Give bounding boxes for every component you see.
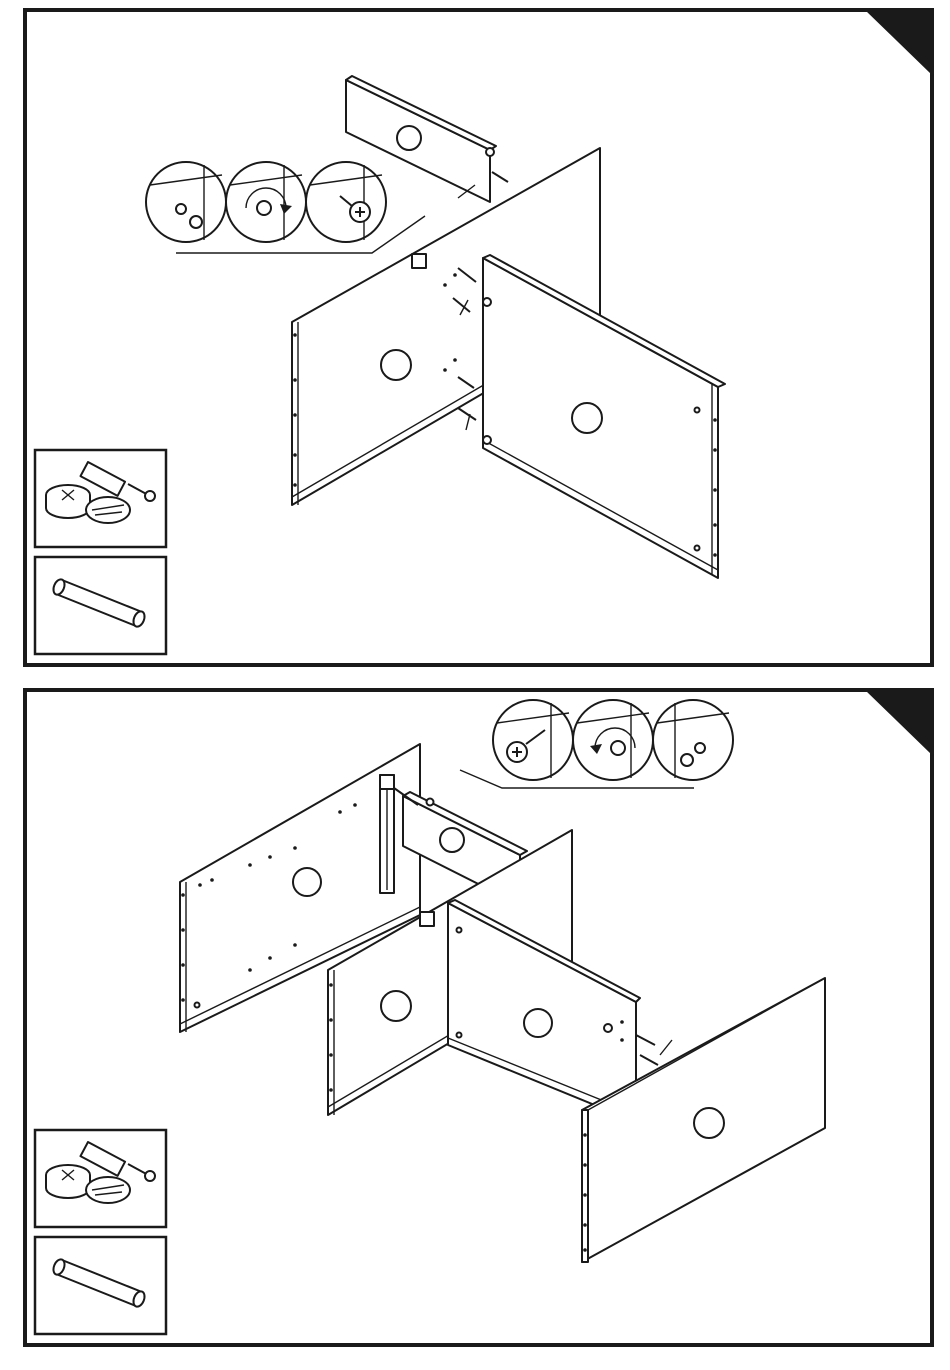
cam-fitting bbox=[380, 775, 394, 789]
detail-cam-insert bbox=[653, 700, 733, 780]
cam-fitting bbox=[412, 254, 426, 268]
hidden-face-marker bbox=[397, 126, 421, 150]
cam-fitting bbox=[420, 912, 434, 926]
detail-cam-rotate bbox=[573, 700, 653, 780]
hidden-face-marker bbox=[572, 403, 602, 433]
hidden-face-marker bbox=[293, 868, 321, 896]
hidden-face-marker bbox=[694, 1108, 724, 1138]
detail-bolt-insert bbox=[493, 700, 573, 780]
detail-cam-insert bbox=[146, 162, 226, 242]
detail-bolt-insert bbox=[306, 162, 386, 242]
hidden-face-marker bbox=[381, 350, 411, 380]
cam-icon bbox=[611, 741, 625, 755]
detail-cam-rotate bbox=[226, 162, 306, 242]
hidden-face-marker bbox=[440, 828, 464, 852]
cam-icon bbox=[257, 201, 271, 215]
hidden-face-marker bbox=[381, 991, 411, 1021]
screw-head-icon bbox=[695, 743, 705, 753]
step-1-panel bbox=[25, 10, 932, 665]
hidden-face-marker bbox=[524, 1009, 552, 1037]
screw-head-icon bbox=[176, 204, 186, 214]
step-2-panel bbox=[25, 690, 932, 1345]
